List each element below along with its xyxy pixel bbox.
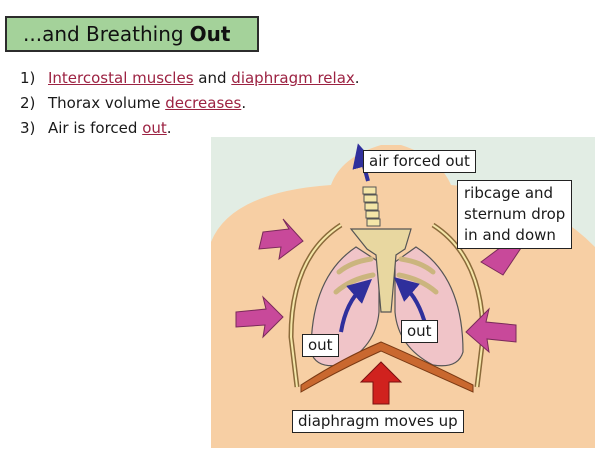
step-number: 3) [20, 119, 36, 137]
label-diaphragm-moves-up: diaphragm moves up [292, 410, 464, 433]
link-out[interactable]: out [142, 119, 167, 137]
list-item: 2) Thorax volume decreases. [20, 91, 360, 116]
list-item: 3) Air is forced out. [20, 116, 360, 141]
magenta-arrow-lower-right [465, 307, 517, 354]
link-decreases[interactable]: decreases [165, 94, 242, 112]
slide-title: ...and Breathing Out [5, 16, 259, 52]
link-intercostal-muscles[interactable]: Intercostal muscles [48, 69, 194, 87]
sternum [349, 228, 412, 313]
label-air-forced-out: air forced out [363, 150, 476, 173]
label-out-right: out [401, 320, 438, 343]
list-item: 1) Intercostal muscles and diaphragm rel… [20, 66, 360, 91]
label-ribcage-line: sternum drop [464, 205, 566, 223]
step-text: Thorax volume [48, 94, 166, 112]
label-ribcage-sternum: ribcage and sternum drop in and down [457, 180, 573, 249]
steps-list: 1) Intercostal muscles and diaphragm rel… [20, 66, 360, 141]
arrow-lung-left [339, 279, 372, 333]
thorax-illustration [211, 137, 595, 448]
diaphragm-band [300, 341, 474, 393]
step-number: 1) [20, 69, 36, 87]
step-text: . [166, 119, 172, 137]
step-text: . [241, 94, 247, 112]
slide-title-bold: Out [189, 22, 231, 46]
step-text: and [193, 69, 232, 87]
step-text: . [354, 69, 360, 87]
red-arrow-diaphragm-up [359, 361, 403, 405]
slide-title-prefix: ...and Breathing [23, 22, 184, 46]
label-out-left: out [302, 334, 339, 357]
breathing-out-diagram: air forced out ribcage and sternum drop … [211, 137, 595, 448]
link-diaphragm-relax[interactable]: diaphragm relax [231, 69, 355, 87]
magenta-arrow-upper-left [258, 218, 304, 261]
step-text: Air is forced [48, 119, 143, 137]
magenta-arrow-lower-left [235, 295, 284, 339]
trachea [362, 186, 381, 227]
label-ribcage-line: ribcage and [464, 184, 554, 202]
step-number: 2) [20, 94, 36, 112]
label-ribcage-line: in and down [464, 226, 556, 244]
